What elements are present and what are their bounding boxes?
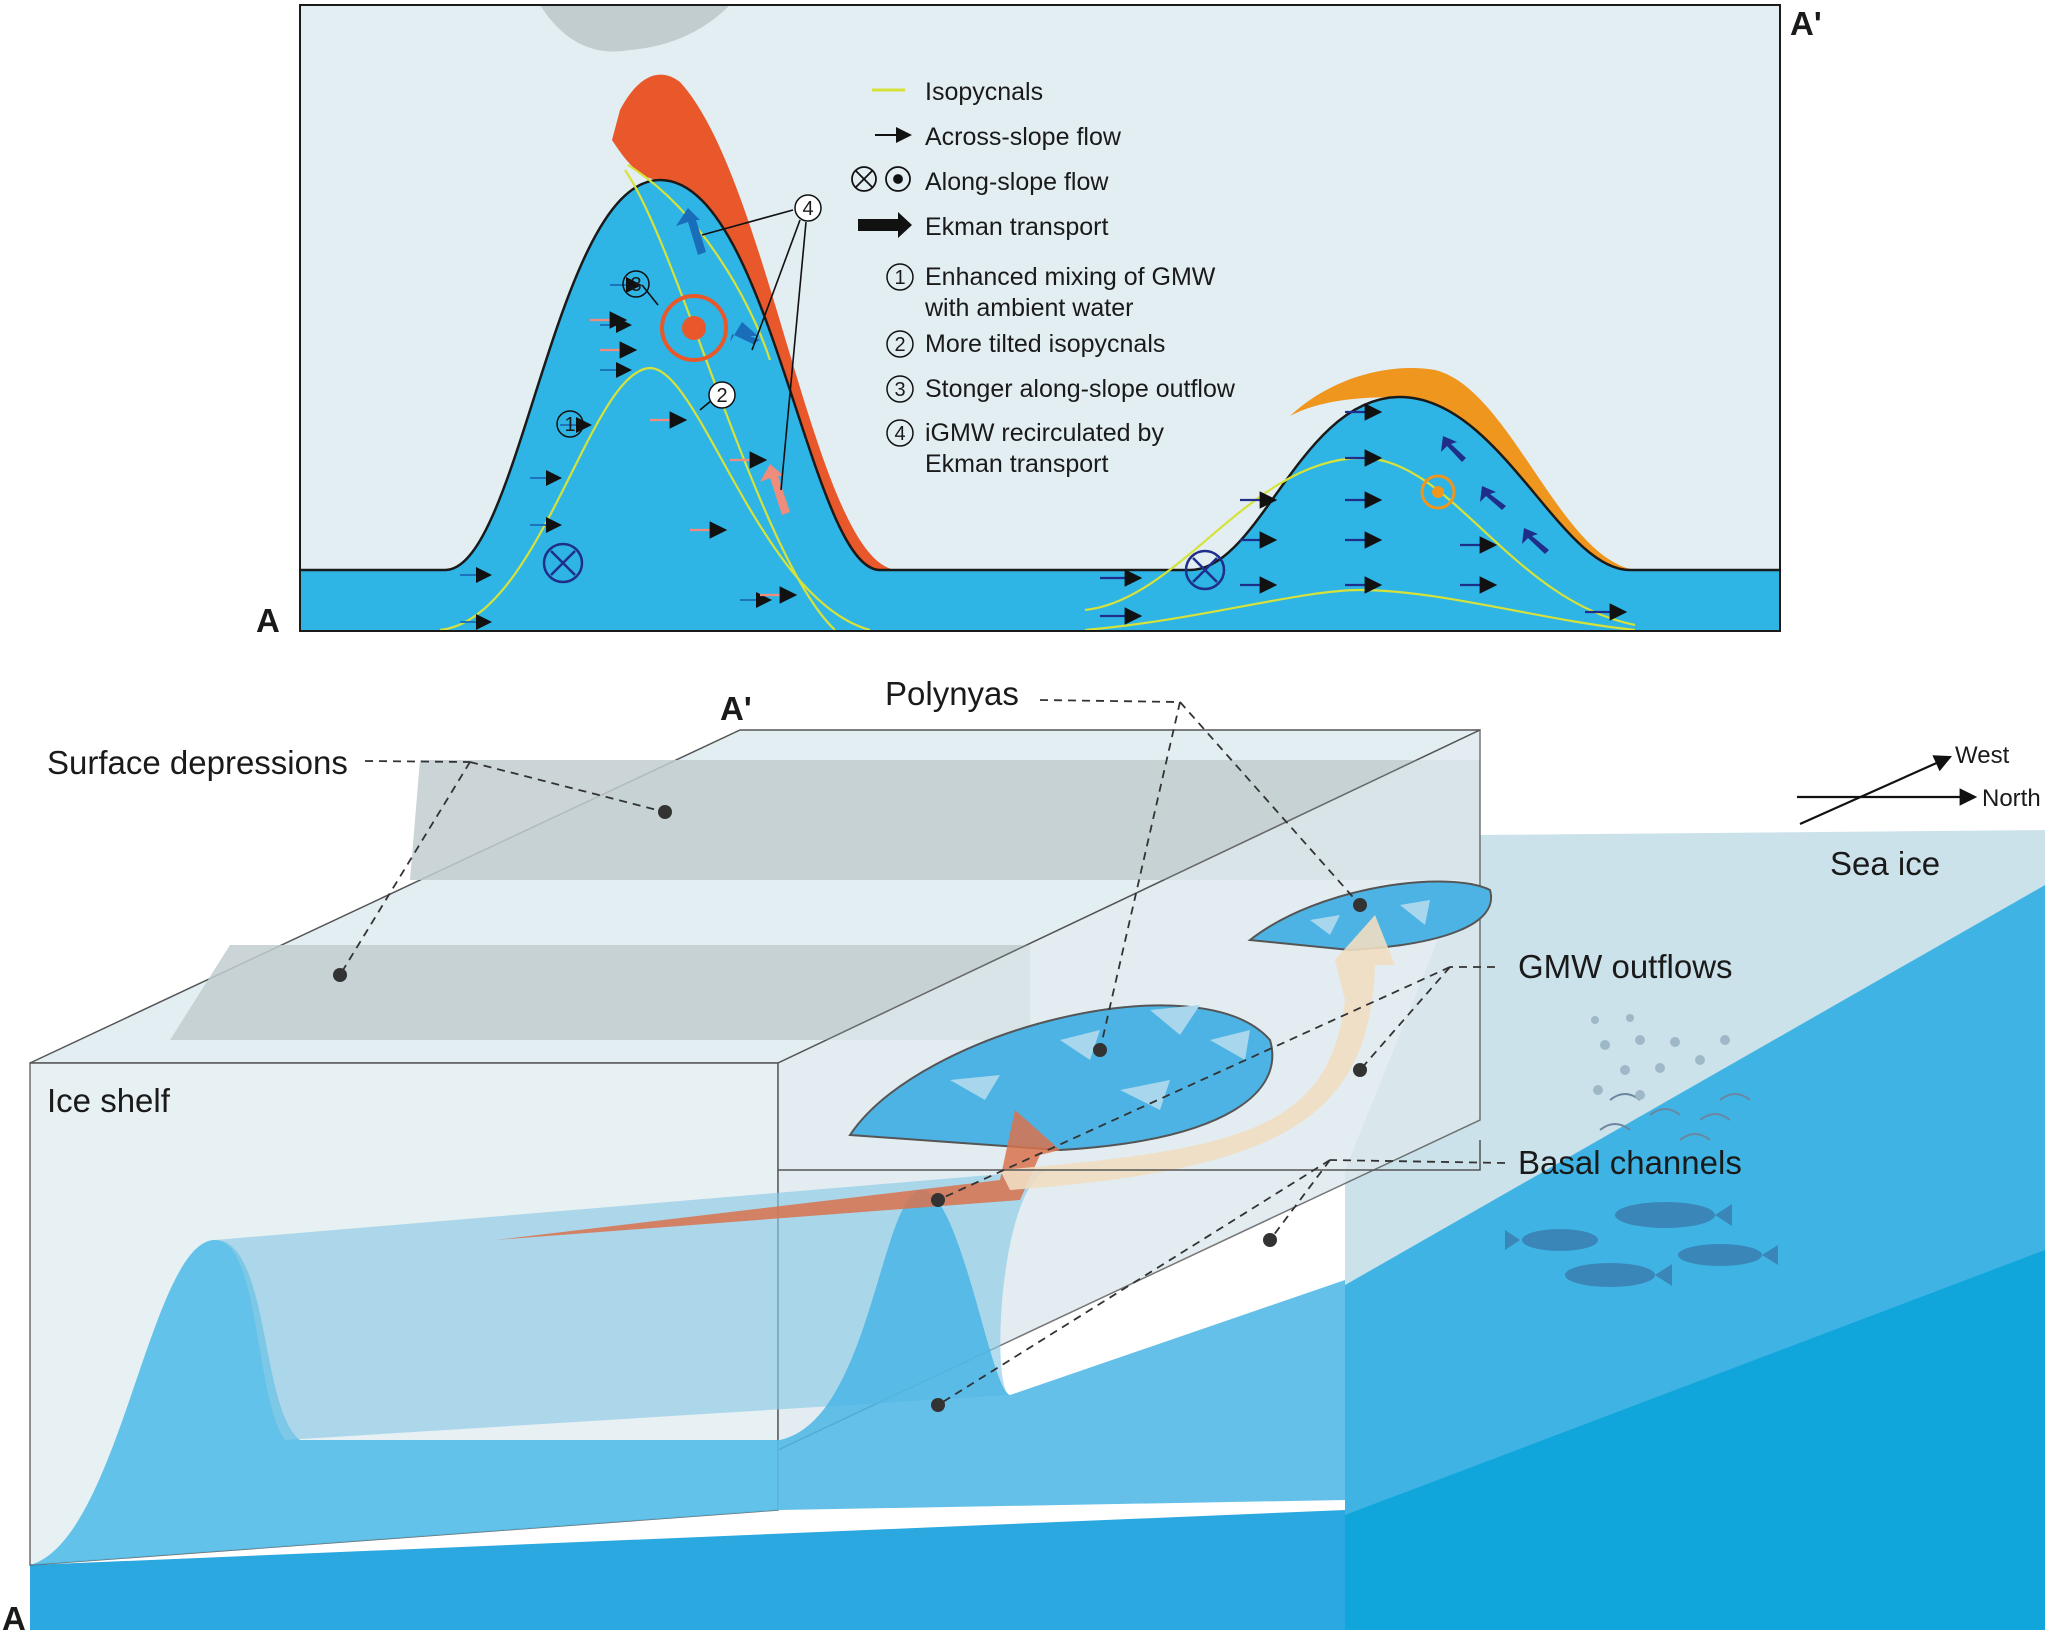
legend-item-3: 3 Stonger along-slope outflow (886, 375, 1236, 403)
svg-text:1: 1 (894, 267, 905, 289)
legend: Isopycnals Across-slope flow Along-slope… (851, 78, 1236, 478)
ekman-swatch (858, 212, 912, 238)
sea-ice-ocean-side (1345, 885, 2045, 1515)
svg-text:More tilted isopycnals: More tilted isopycnals (925, 330, 1165, 358)
ice-base-line (300, 178, 1780, 572)
label-west: West (1955, 742, 2010, 769)
across-slope-arrows-salmon (590, 311, 798, 604)
marker-3: 3 (622, 270, 650, 298)
svg-text:1: 1 (564, 414, 575, 436)
along-slope-into-left (542, 542, 584, 584)
leader-lines (339, 699, 1506, 1406)
west-arrow (1799, 755, 1953, 826)
surface-depression-front (170, 945, 1030, 1040)
channel-water-right (780, 1189, 1345, 1510)
label-surface-depressions: Surface depressions (47, 744, 348, 781)
cross-section-panel (300, 5, 1780, 631)
channel-water-front (30, 1240, 780, 1565)
svg-text:iGMW recirculated by: iGMW recirculated by (925, 419, 1164, 447)
surface-depression-back (410, 760, 1480, 880)
label-a-top: A (256, 602, 280, 639)
label-ice-shelf: Ice shelf (47, 1082, 171, 1119)
label-basal-channels: Basal channels (1518, 1144, 1742, 1181)
weak-outflow-arrow (1000, 915, 1395, 1190)
marker-4: 4 (794, 194, 822, 222)
svg-text:3: 3 (630, 274, 641, 296)
top-panel-text: A A' 1 2 3 4 Isopycnals Across-slope flo… (256, 4, 1822, 639)
weak-outflow-band (1290, 367, 1635, 570)
label-gmw-outflows: GMW outflows (1518, 948, 1733, 985)
polynya-large (848, 1004, 1274, 1152)
svg-text:2: 2 (894, 334, 905, 356)
top-panel-border (299, 4, 1781, 632)
label-polynyas: Polynyas (885, 675, 1019, 712)
marker-1: 1 (556, 410, 584, 438)
strong-outflow-dot (660, 294, 728, 362)
label-a-prime-bottom: A' (720, 690, 752, 727)
legend-item-2: 2 More tilted isopycnals (886, 330, 1165, 358)
ocean-water (300, 180, 1780, 631)
sealife (1505, 1014, 1778, 1287)
svg-text:2: 2 (716, 385, 727, 407)
svg-text:Ekman transport: Ekman transport (925, 450, 1108, 478)
strong-outflow-arrow (495, 1110, 1060, 1240)
marker-2: 2 (708, 381, 736, 409)
fish-icon (1615, 1202, 1732, 1228)
label-sea-ice: Sea ice (1830, 845, 1940, 882)
block-diagram: Surface depressions Polynyas Ice shelf S… (2, 675, 2045, 1635)
polynya-small (1247, 880, 1493, 952)
label-a-prime-top: A' (1790, 5, 1822, 42)
along-slope-symbols (851, 166, 911, 192)
weak-outflow-dot (1420, 474, 1456, 510)
svg-text:Stonger along-slope outflow: Stonger along-slope outflow (925, 375, 1236, 403)
legend-item-4: 4 iGMW recirculated by Ekman transport (886, 419, 1164, 478)
legend-ekman: Ekman transport (925, 213, 1108, 241)
svg-text:Enhanced mixing of GMW: Enhanced mixing of GMW (925, 263, 1216, 291)
fish-icon (1565, 1263, 1672, 1287)
svg-text:4: 4 (802, 198, 813, 220)
ice-step-line (778, 1140, 1481, 1171)
svg-text:with ambient water: with ambient water (924, 294, 1133, 322)
strong-outflow-band (612, 74, 896, 570)
legend-across-slope: Across-slope flow (925, 123, 1122, 151)
krill-icon (1599, 1093, 1751, 1141)
fish-icon (1678, 1244, 1778, 1266)
legend-isopycnals: Isopycnals (925, 78, 1043, 106)
fish-icon (1505, 1229, 1598, 1251)
surface-depression-top (540, 5, 730, 52)
ocean-side (1345, 1245, 2045, 1630)
ekman-arrows (676, 208, 1549, 554)
svg-text:3: 3 (894, 379, 905, 401)
sea-ice (1345, 830, 2045, 1285)
legend-item-1: 1 Enhanced mixing of GMW with ambient wa… (886, 263, 1216, 322)
along-slope-into-right (1184, 549, 1226, 591)
ice-floes (950, 900, 1430, 1110)
svg-text:4: 4 (894, 423, 905, 445)
label-a-bottom: A (2, 1600, 26, 1635)
plankton-icon (1591, 1014, 1730, 1100)
leader-dots (333, 805, 1367, 1412)
label-north: North (1982, 785, 2041, 812)
across-slope-arrows-right (1100, 403, 1628, 625)
across-slope-arrows-left (460, 277, 772, 630)
legend-along-slope: Along-slope flow (925, 168, 1109, 196)
channel-wall-left (215, 1170, 1050, 1440)
compass (1797, 755, 1978, 826)
